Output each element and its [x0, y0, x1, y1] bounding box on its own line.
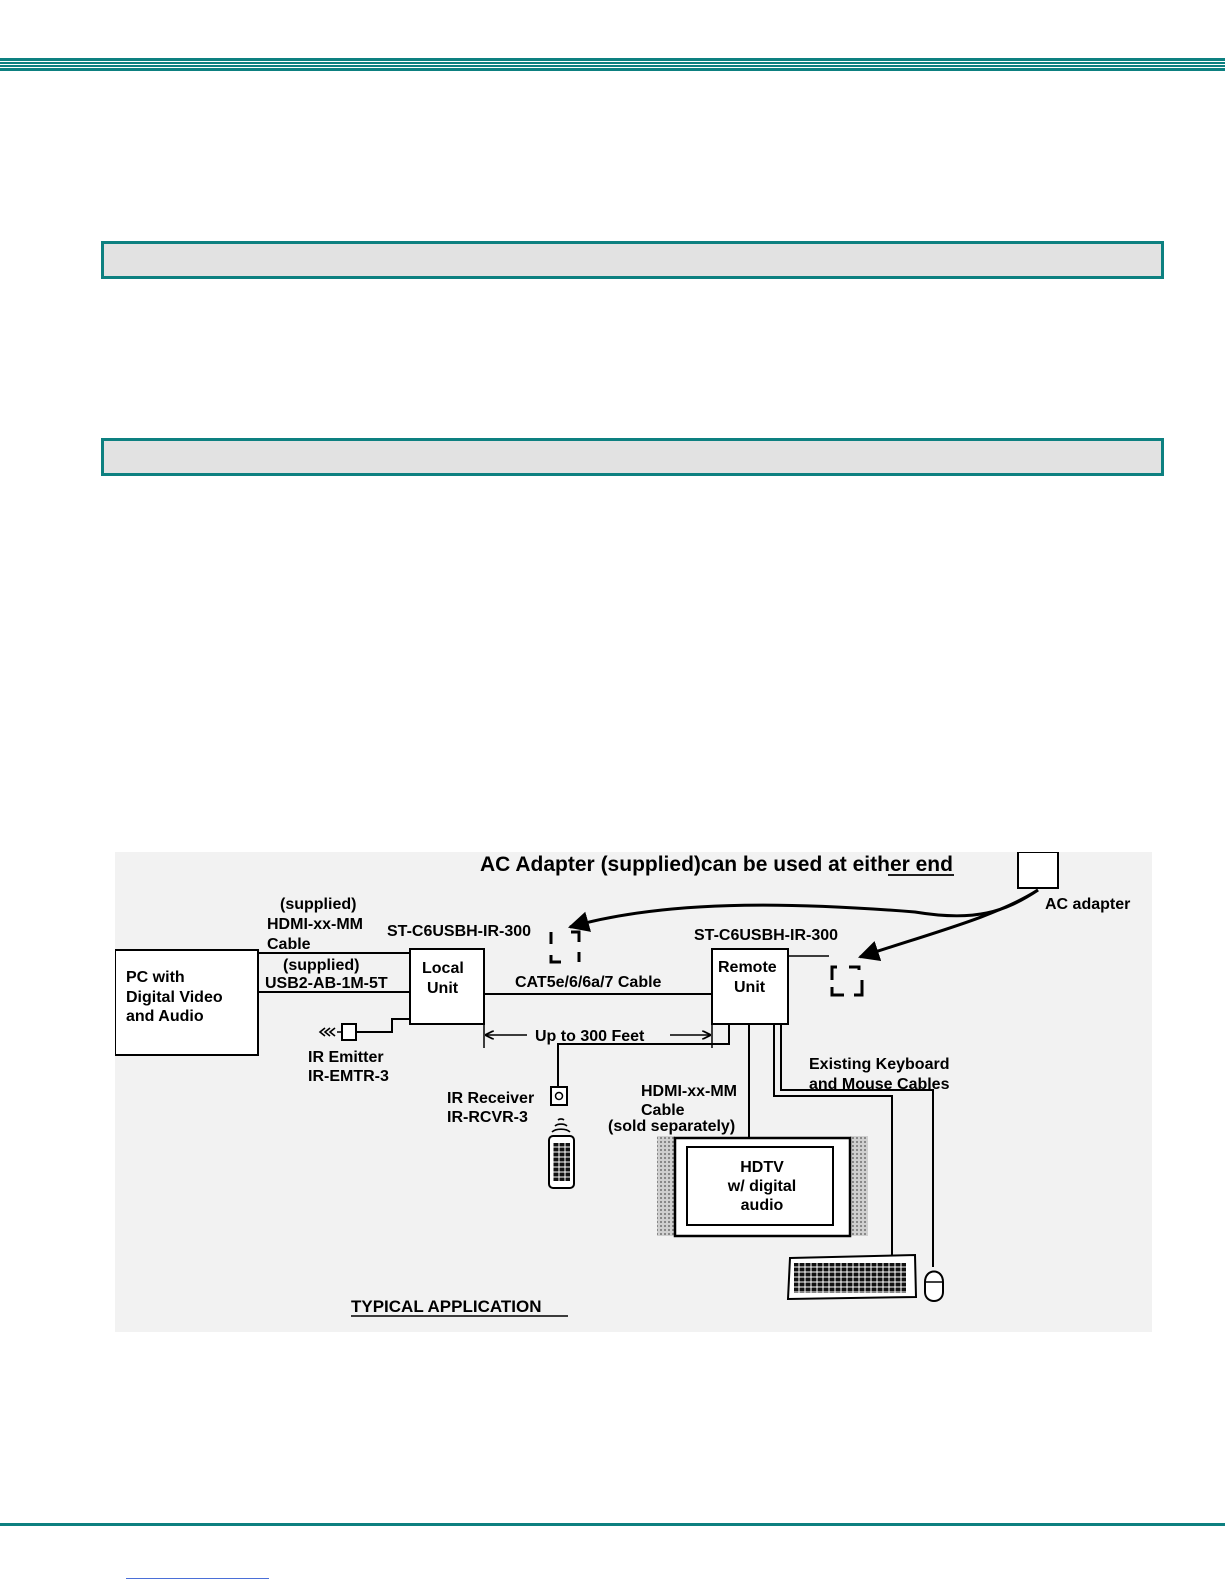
diagram-headline: AC Adapter (supplied)can be used at eith…: [480, 853, 953, 876]
local-model-label: ST-C6USBH-IR-300: [387, 923, 531, 940]
hdtv-line-1: HDTV: [740, 1159, 784, 1176]
ac-adapter-label: AC adapter: [1045, 896, 1130, 913]
ir-receiver-line-1: IR Receiver: [447, 1090, 534, 1107]
ir-emitter-line-2: IR-EMTR-3: [308, 1068, 389, 1085]
ir-emitter-cable: [352, 1018, 410, 1033]
remote-unit-line-2: Unit: [734, 979, 766, 996]
ir-receiver-lens: [554, 1091, 564, 1101]
mouse-icon: [924, 1270, 944, 1302]
pc-label-line-3: and Audio: [126, 1008, 204, 1025]
keyboard-mouse-line-2: and Mouse Cables: [809, 1076, 950, 1093]
hdtv-screen: [686, 1146, 834, 1226]
remote-power-location: [830, 965, 864, 997]
section-heading-bar: [101, 438, 1164, 476]
supplied-hdmi-line-1: (supplied): [280, 896, 356, 913]
supplied-usb-line-2: USB2-AB-1M-5T: [265, 975, 388, 992]
ir-emitter-waves-icon: [318, 1027, 341, 1037]
mouse-cable: [780, 1024, 934, 1267]
local-unit-line-1: Local: [422, 960, 464, 977]
keyboard-mouse-line-1: Existing Keyboard: [809, 1056, 949, 1073]
hdtv-line-3: audio: [741, 1197, 784, 1214]
pc-box: [115, 949, 259, 1056]
section-heading-bar: [101, 241, 1164, 279]
keyboard-icon: [786, 1253, 918, 1301]
remote-unit-line-1: Remote: [718, 959, 777, 976]
hdmi-separate-line-1: HDMI-xx-MM: [641, 1083, 737, 1100]
hdmi-separate-line-2: Cable: [641, 1102, 685, 1119]
ir-receiver-icon: [550, 1086, 568, 1106]
local-unit-box: [409, 948, 485, 1025]
remote-control-icon: [548, 1118, 575, 1189]
typical-application-diagram: AC Adapter (supplied)can be used at eith…: [115, 852, 1152, 1332]
pc-label-line-1: PC with: [126, 969, 185, 986]
remote-model-label: ST-C6USBH-IR-300: [694, 927, 838, 944]
header-rule: [0, 58, 1225, 72]
ir-emitter-line-1: IR Emitter: [308, 1049, 384, 1066]
ac-adapter-box: [1017, 852, 1059, 889]
distance-label: Up to 300 Feet: [535, 1028, 645, 1045]
supplied-hdmi-line-3: Cable: [267, 936, 311, 953]
hdtv-speaker-left: [657, 1136, 675, 1236]
keyboard-cable: [773, 1024, 893, 1255]
ir-receiver-cable: [557, 1024, 730, 1086]
pc-label-line-2: Digital Video: [126, 989, 223, 1006]
cat-cable-label: CAT5e/6/6a/7 Cable: [515, 974, 662, 991]
footer-link-underline[interactable]: [126, 1578, 269, 1579]
hdtv-speaker-right: [850, 1136, 868, 1236]
hdtv-line-2: w/ digital: [727, 1178, 796, 1195]
footer-rule: [0, 1523, 1225, 1526]
ir-emitter-icon: [341, 1023, 357, 1041]
ac-cord-to-remote: [858, 888, 1039, 961]
supplied-usb-line-1: (supplied): [283, 957, 359, 974]
hdmi-separate-line-3: (sold separately): [608, 1118, 735, 1135]
diagram-caption: TYPICAL APPLICATION: [351, 1297, 541, 1316]
ir-receiver-line-2: IR-RCVR-3: [447, 1109, 528, 1126]
local-power-location: [549, 930, 581, 964]
local-unit-line-2: Unit: [427, 980, 459, 997]
supplied-hdmi-line-2: HDMI-xx-MM: [267, 916, 363, 933]
